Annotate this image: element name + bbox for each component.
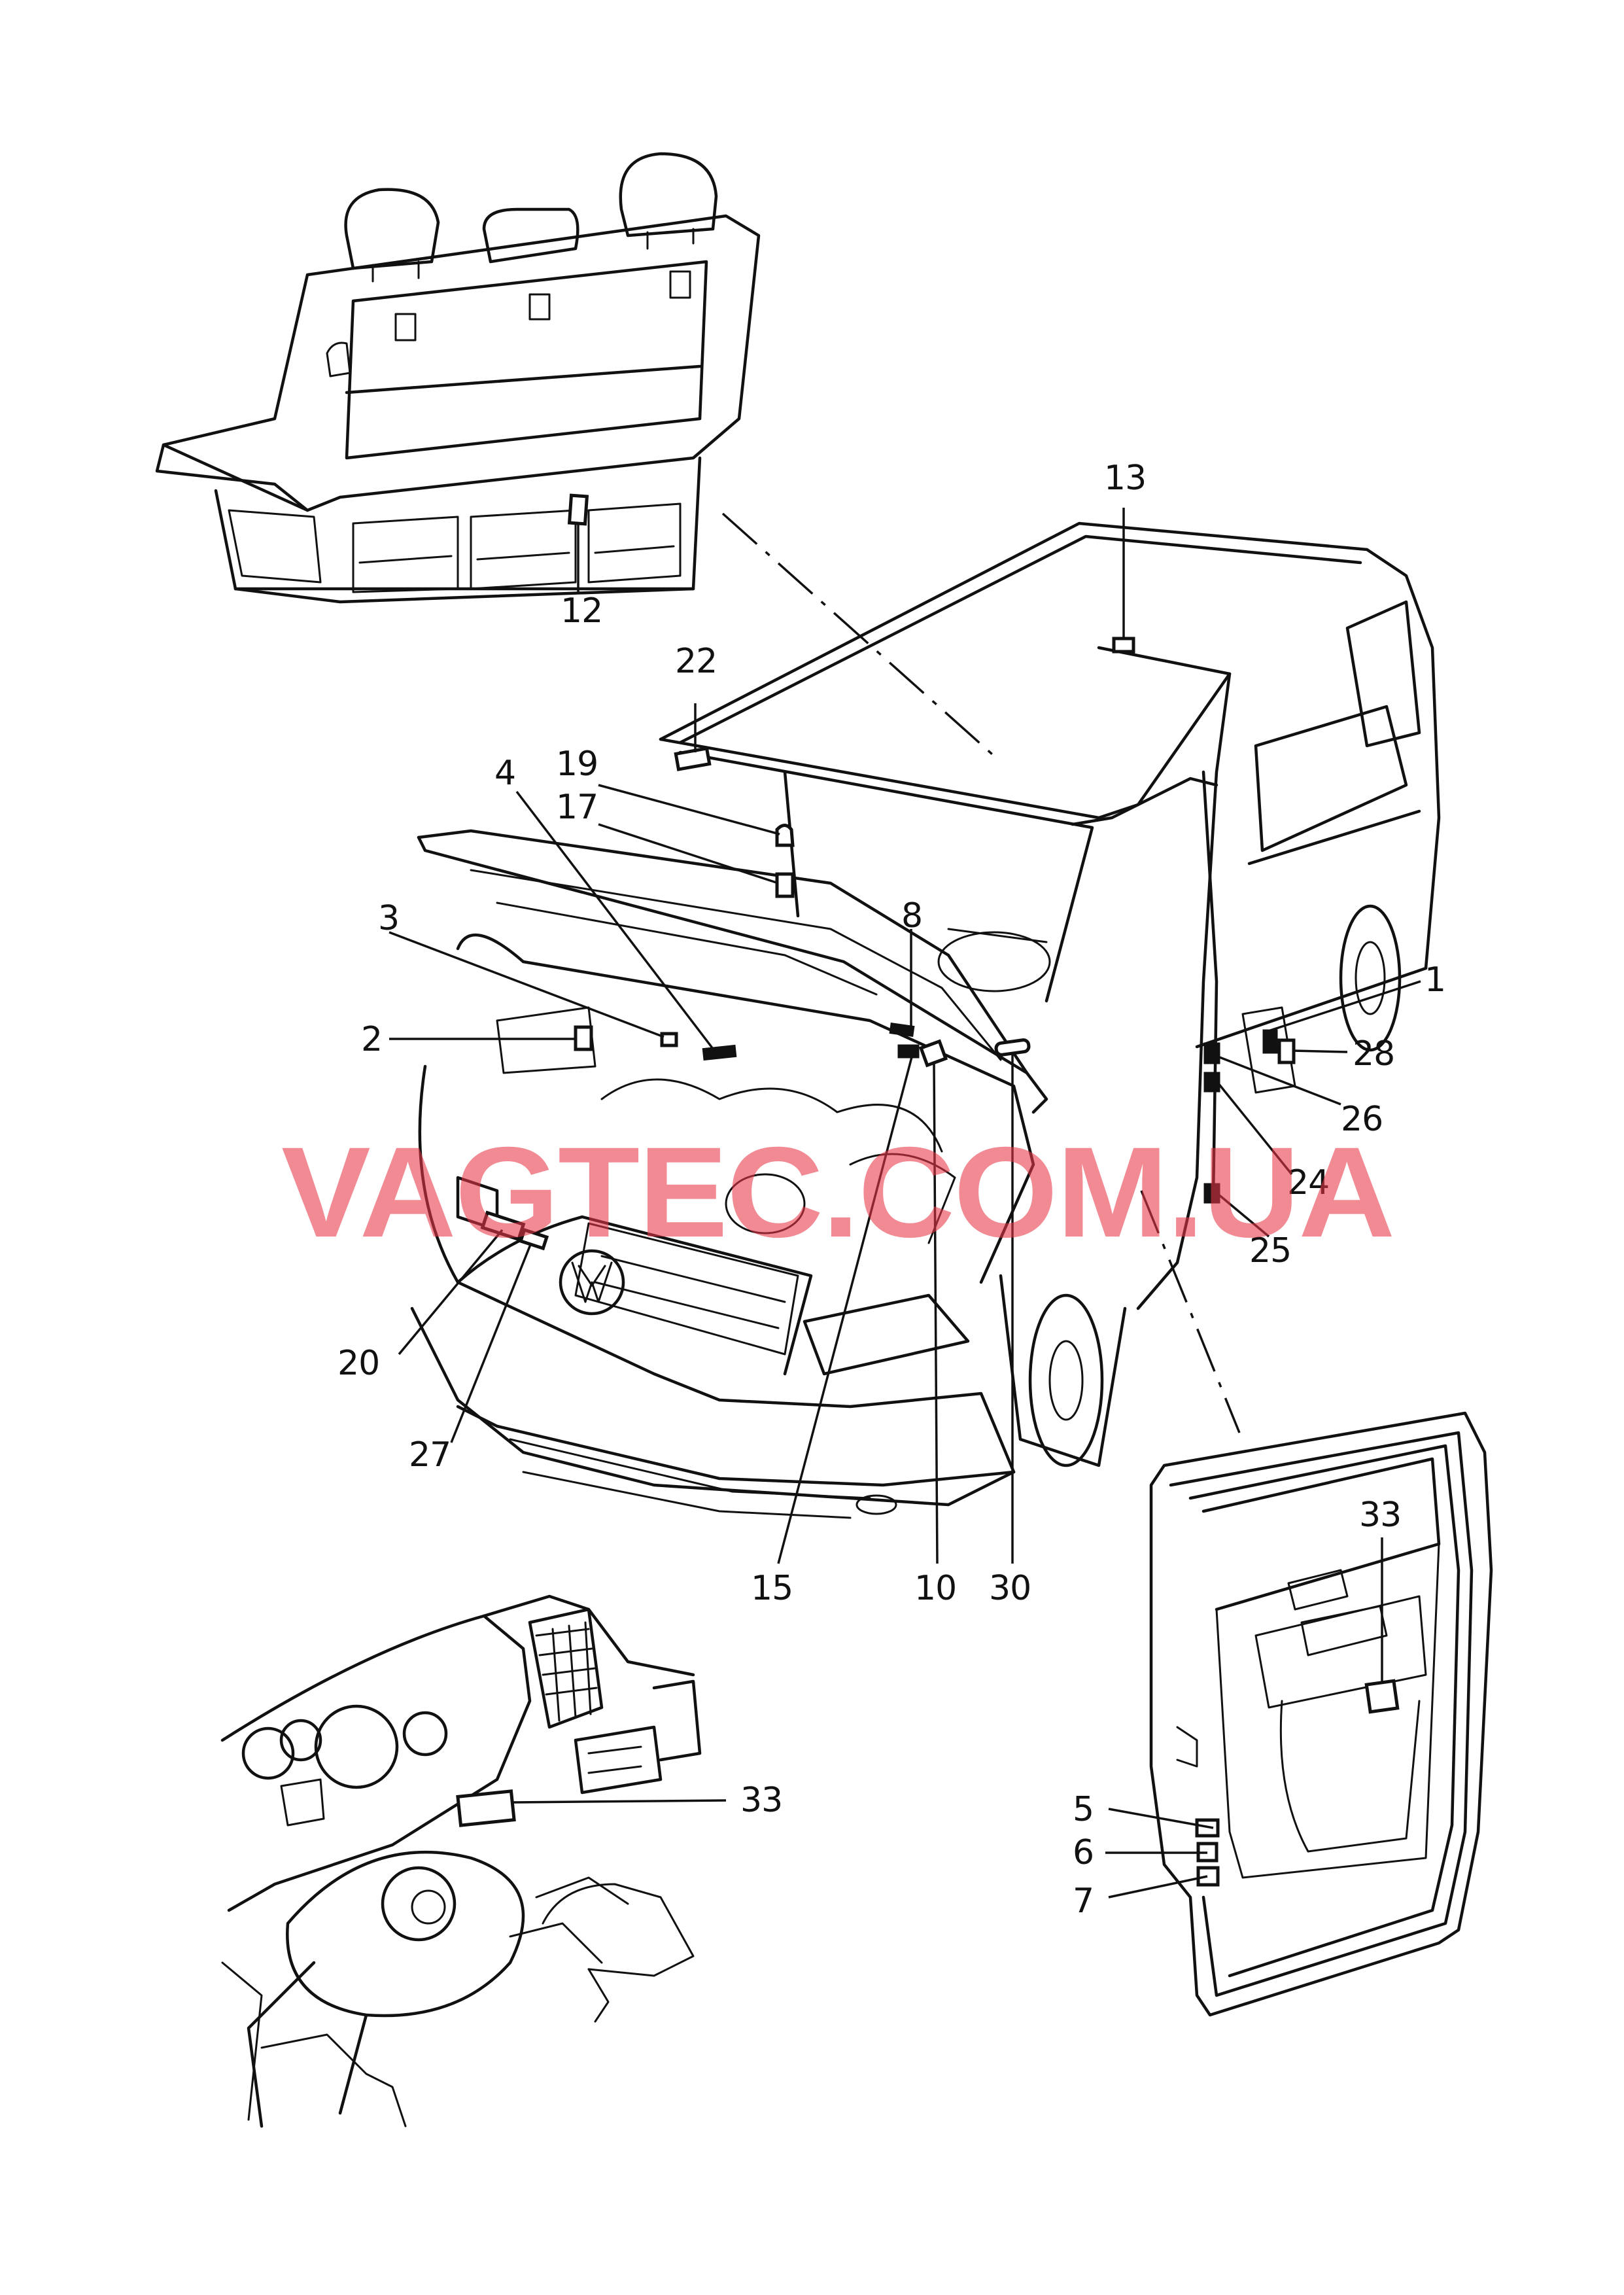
label-marker-2 (574, 1025, 593, 1051)
callout-27: 27 (409, 1435, 451, 1475)
callout-6: 6 (1073, 1833, 1094, 1872)
callout-26: 26 (1341, 1100, 1383, 1139)
label-marker-25 (1203, 1183, 1220, 1204)
callout-1: 1 (1425, 960, 1446, 1000)
rear-bench-seat-drawing (155, 152, 761, 604)
label-marker-13 (1112, 637, 1135, 654)
label-marker-28 (1277, 1038, 1296, 1064)
label-marker-15 (897, 1044, 920, 1059)
callout-5: 5 (1073, 1790, 1094, 1829)
leader-lines (389, 508, 1421, 1899)
dashboard-drawing (220, 1594, 702, 2128)
watermark: VAGTEC.COM.UA (281, 1120, 1395, 1265)
callout-30: 30 (989, 1569, 1031, 1608)
callout-22: 22 (675, 642, 717, 681)
label-marker-30 (994, 1038, 1031, 1057)
callout-10: 10 (914, 1569, 957, 1608)
label-marker-7 (1196, 1866, 1220, 1887)
label-marker-12 (567, 493, 589, 526)
callout-3: 3 (378, 899, 400, 938)
callout-13: 13 (1104, 459, 1147, 498)
label-marker-26 (1203, 1042, 1220, 1064)
label-marker-24 (1203, 1072, 1220, 1093)
label-marker-1 (1262, 1029, 1278, 1054)
callout-20: 20 (337, 1344, 380, 1383)
separator-seat-van (721, 512, 999, 760)
callout-4: 4 (494, 754, 516, 793)
label-marker-19 (775, 824, 795, 847)
label-marker-10 (918, 1039, 948, 1068)
door-drawing (1149, 1411, 1493, 2017)
van-drawing (410, 521, 1441, 1519)
label-marker-22 (674, 746, 712, 771)
callout-28: 28 (1353, 1034, 1395, 1074)
label-marker-4 (702, 1044, 737, 1061)
label-marker-8 (889, 1023, 915, 1037)
callout-25: 25 (1249, 1231, 1292, 1270)
callout-15: 15 (751, 1569, 793, 1608)
label-marker-33-dash (456, 1789, 516, 1827)
callout-24: 24 (1287, 1163, 1330, 1202)
callout-8: 8 (901, 896, 923, 936)
callout-33-dash: 33 (740, 1781, 783, 1820)
label-marker-33-door (1364, 1679, 1400, 1714)
callout-7: 7 (1073, 1882, 1094, 1921)
callout-17: 17 (556, 788, 598, 827)
callout-19: 19 (556, 745, 598, 784)
callout-12: 12 (561, 591, 603, 631)
label-marker-17 (775, 872, 795, 898)
separator-van-door (1140, 1190, 1241, 1433)
label-marker-27 (518, 1227, 549, 1251)
callout-33-door: 33 (1359, 1496, 1402, 1535)
callout-2: 2 (361, 1020, 383, 1059)
label-marker-3 (660, 1032, 678, 1047)
